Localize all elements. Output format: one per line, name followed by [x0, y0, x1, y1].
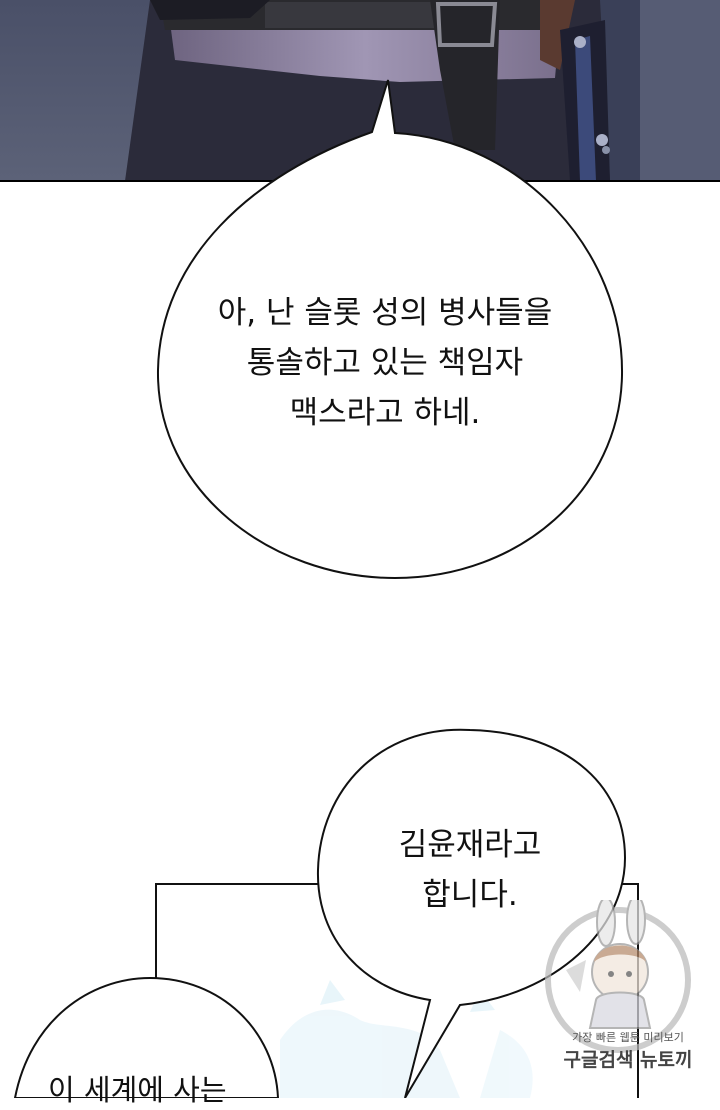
watermark-rabbit-icon [545, 900, 691, 1053]
speech-bubble-1 [156, 79, 624, 580]
watermark-caption: 가장 빠른 웹툰 미리보기 [572, 1031, 684, 1044]
speech-line: 이 세계에 사는 [48, 1073, 227, 1107]
speech-text-2: 김윤재라고 합니다. [330, 820, 610, 920]
belt [265, 2, 440, 28]
speech-line: 맥스라고 하네. [289, 395, 481, 431]
speech-text-1: 아, 난 슬롯 성의 병사들을 통솔하고 있는 책임자 맥스라고 하네. [170, 288, 600, 438]
speech-text-3: 이 세계에 사는 [20, 1070, 308, 1110]
sword-sheath [540, 0, 575, 70]
speech-bubble-3 [13, 976, 280, 1098]
speech-line: 합니다. [422, 877, 518, 913]
speech-bubble-2 [316, 728, 627, 1098]
speech-line: 아, 난 슬롯 성의 병사들을 [217, 295, 553, 331]
belt-strap [430, 0, 500, 150]
speech-line: 김윤재라고 [398, 827, 542, 863]
watermark-title: 구글검색 뉴토끼 [563, 1049, 693, 1071]
speech-line: 통솔하고 있는 책임자 [246, 345, 524, 381]
top-panel [0, 0, 720, 182]
